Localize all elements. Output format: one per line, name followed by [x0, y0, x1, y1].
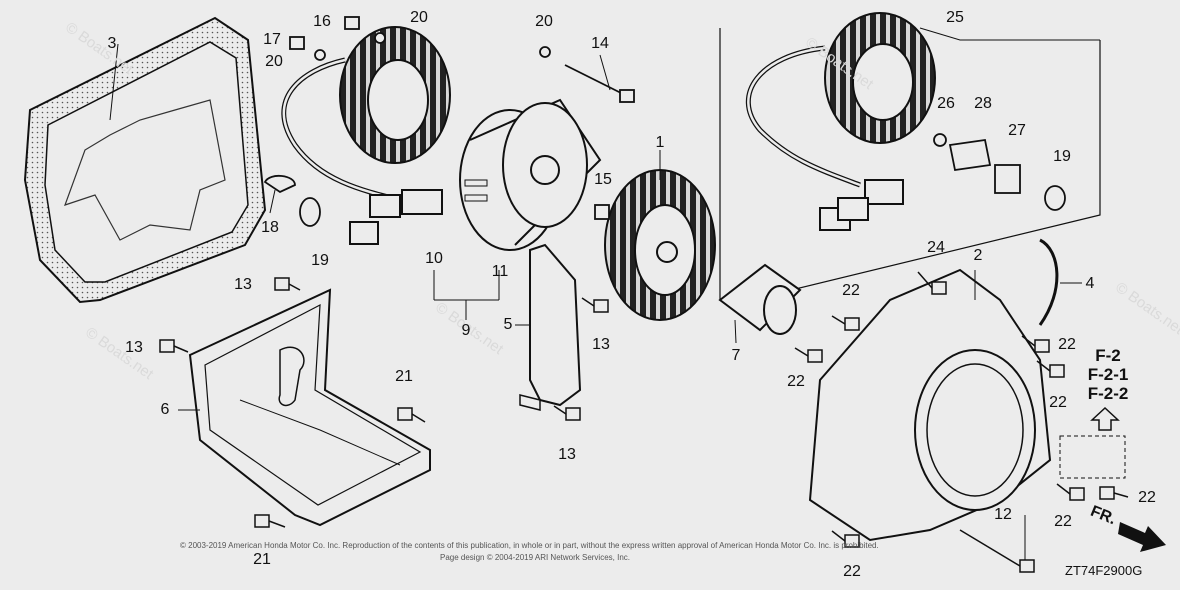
leader-lines — [109, 43, 1082, 560]
callout-19-b: 19 — [1053, 148, 1071, 165]
callout-13-a: 13 — [234, 276, 252, 293]
callout-25: 25 — [946, 9, 964, 26]
callout-20-c: 20 — [535, 13, 553, 30]
reference-label: F-2 — [1095, 346, 1121, 365]
callout-2: 2 — [973, 247, 983, 264]
reference-label: F-2-2 — [1087, 384, 1129, 403]
fan-cover — [808, 268, 1052, 542]
harness-clip — [1038, 238, 1059, 326]
callout-20-b: 20 — [265, 53, 283, 70]
callout-22-f: 22 — [1138, 489, 1156, 506]
callout-21-a: 21 — [395, 368, 413, 385]
rotor-housing — [459, 98, 602, 251]
copyright-line-1: © 2003-2019 American Honda Motor Co. Inc… — [180, 541, 879, 550]
callout-18: 18 — [261, 219, 279, 236]
callout-17: 17 — [263, 31, 281, 48]
callout-5: 5 — [503, 316, 513, 333]
callout-21-b: 21 — [253, 551, 271, 568]
front-arrow-icon — [1118, 522, 1166, 552]
callout-13-c: 13 — [592, 336, 610, 353]
callout-22-d: 22 — [1049, 394, 1067, 411]
small-parts — [263, 16, 1066, 227]
reference-arrow — [1090, 406, 1120, 431]
reference-label: F-2-1 — [1087, 365, 1129, 384]
diagram-code: ZT74F2900G — [1065, 563, 1143, 578]
fan-wheel — [604, 169, 716, 321]
copyright-line-2: Page design © 2004-2019 ARI Network Serv… — [440, 553, 630, 562]
callout-13-d: 13 — [558, 446, 576, 463]
callout-26: 26 — [937, 95, 955, 112]
regulator — [718, 263, 802, 335]
detail-box — [1059, 435, 1126, 479]
callout-14: 14 — [591, 35, 609, 52]
callout-7: 7 — [731, 347, 741, 364]
callout-15: 15 — [594, 171, 612, 188]
callout-22-a: 22 — [842, 282, 860, 299]
callout-13-b: 13 — [125, 339, 143, 356]
bottom-plate — [188, 288, 431, 527]
callout-22-c: 22 — [1058, 336, 1076, 353]
callout-4: 4 — [1085, 275, 1095, 292]
callout-20-a: 20 — [410, 9, 428, 26]
callout-19-a: 19 — [311, 252, 329, 269]
callout-22-g: 22 — [843, 563, 861, 580]
callout-10: 10 — [425, 250, 443, 267]
callout-22-e: 22 — [1054, 513, 1072, 530]
callout-6: 6 — [160, 401, 170, 418]
stator-left — [281, 26, 451, 245]
callout-12: 12 — [994, 506, 1012, 523]
callout-3: 3 — [107, 35, 117, 52]
callout-28: 28 — [974, 95, 992, 112]
stator-right — [746, 12, 936, 231]
callout-24: 24 — [927, 239, 945, 256]
bolts — [159, 271, 1129, 573]
bracket — [519, 243, 582, 411]
callout-27: 27 — [1008, 122, 1026, 139]
callout-1: 1 — [655, 134, 665, 151]
callout-11: 11 — [491, 263, 509, 280]
callout-16: 16 — [313, 13, 331, 30]
callout-22-b: 22 — [787, 373, 805, 390]
callout-9: 9 — [461, 322, 471, 339]
cover-panel — [23, 16, 267, 304]
